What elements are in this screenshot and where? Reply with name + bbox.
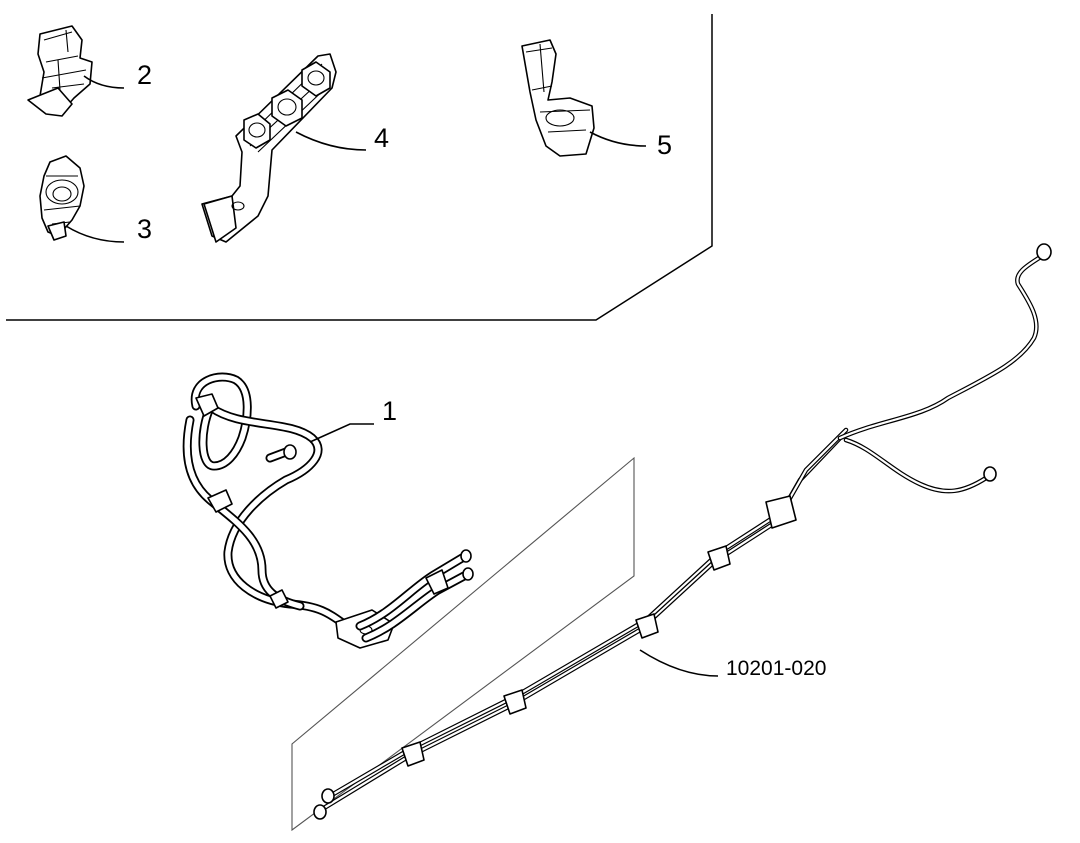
pipe-clip-e — [765, 495, 797, 529]
pipe-clip-d — [707, 545, 731, 571]
pipe-assembly-part-1 — [182, 372, 474, 649]
callout-1: 1 — [382, 396, 397, 426]
clip-part-2 — [27, 25, 93, 117]
callout-2: 2 — [137, 60, 152, 90]
callout-5: 5 — [657, 130, 672, 160]
end-fitting-lower-a — [313, 804, 327, 820]
end-fitting-upper — [1036, 243, 1052, 261]
callout-3: 3 — [137, 214, 152, 244]
pipe-assembly-10201-020 — [313, 243, 1052, 820]
reference-plane — [291, 456, 635, 832]
leader-1 — [309, 423, 374, 443]
callout-4: 4 — [374, 123, 389, 153]
inset-frame — [6, 14, 713, 321]
pipe-clip-b — [503, 689, 527, 715]
leader-3 — [65, 225, 125, 243]
callout-10201-020: 10201-020 — [726, 657, 826, 680]
leader-10201-020 — [639, 649, 719, 677]
leader-5 — [589, 131, 647, 147]
bracket-part-4 — [201, 53, 337, 243]
clip-part-5 — [521, 39, 595, 157]
clip-part-3 — [39, 155, 85, 241]
leader-4 — [295, 131, 367, 151]
end-fitting-lower-b — [321, 788, 335, 804]
leader-2 — [83, 75, 125, 89]
pipe-clip-c — [635, 613, 659, 639]
pipe-clip-a — [401, 741, 425, 767]
end-fitting-right — [983, 466, 997, 482]
